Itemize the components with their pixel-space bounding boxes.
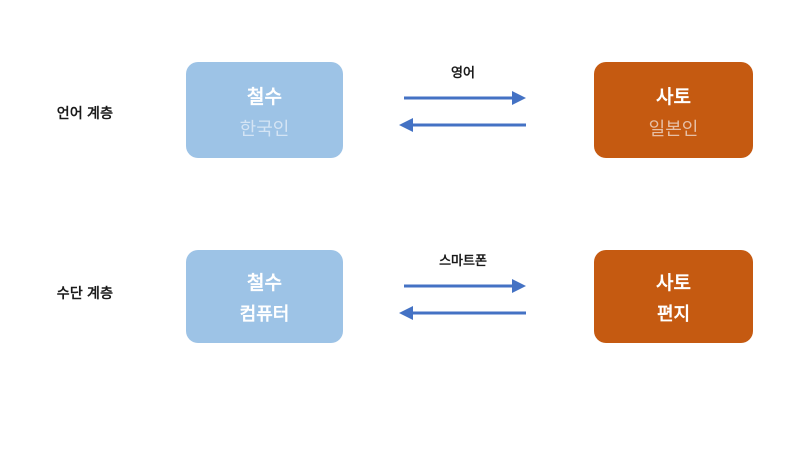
connector-label-language: 영어 [451, 65, 475, 80]
layer-label-language: 언어 계층 [56, 105, 114, 121]
bidirectional-arrow-icon [399, 279, 526, 320]
node-subtitle: 일본인 [648, 119, 699, 139]
layer-label-means: 수단 계층 [56, 285, 114, 301]
node-chulsoo-means: 철수 컴퓨터 [186, 250, 343, 343]
node-title: 철수 [247, 273, 282, 294]
connector-language: 영어 [393, 62, 533, 142]
node-sato-language: 사토 일본인 [594, 62, 753, 158]
node-title: 사토 [656, 273, 691, 294]
node-title: 철수 [247, 86, 282, 108]
node-subtitle: 편지 [656, 304, 691, 324]
connector-means: 스마트폰 [393, 250, 533, 330]
bidirectional-arrow-icon [399, 91, 526, 132]
node-chulsoo-language: 철수 한국인 [186, 62, 343, 158]
node-subtitle: 한국인 [239, 119, 290, 139]
node-sato-means: 사토 편지 [594, 250, 753, 343]
node-title: 사토 [656, 86, 691, 108]
node-subtitle: 컴퓨터 [239, 304, 290, 324]
connector-label-means: 스마트폰 [439, 253, 487, 268]
